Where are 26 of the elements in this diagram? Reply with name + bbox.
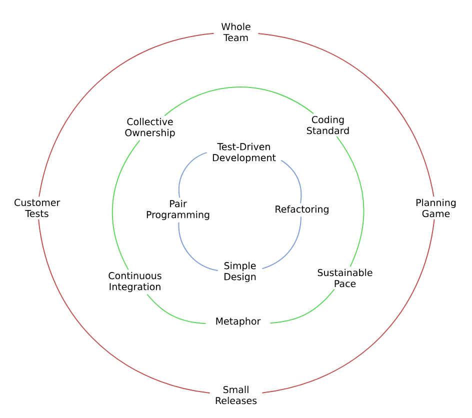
ring-arc [336,136,364,268]
ring-arc [270,288,335,324]
ring-arc [178,152,208,198]
practice-label: Whole Team [221,22,250,42]
ring-arc [146,294,206,324]
practice-label: Sustainable Pace [318,268,372,288]
practice-label: Collective Ownership [125,118,175,138]
practice-label: Planning Game [416,198,456,218]
practice-label: Metaphor [216,317,261,327]
practice-label: Refactoring [276,205,328,215]
ring-arc [112,140,140,270]
ring-arc [262,218,435,394]
practice-label: Pair Programming [146,200,210,220]
ring-arc [262,216,302,270]
practice-label: Continuous Integration [108,272,162,292]
ring-arc [178,222,218,272]
ring-arc [258,32,434,198]
ring-arc [164,86,314,116]
practice-label: Coding Standard [307,116,349,134]
practice-label: Customer Tests [14,198,60,218]
ring-arc [38,32,214,198]
ring-arc [280,160,302,204]
practice-label: Test-Driven Development [212,142,276,164]
ring-arc [38,218,210,394]
practice-label: Simple Design [224,262,256,282]
practice-label: Small Releases [216,386,257,404]
